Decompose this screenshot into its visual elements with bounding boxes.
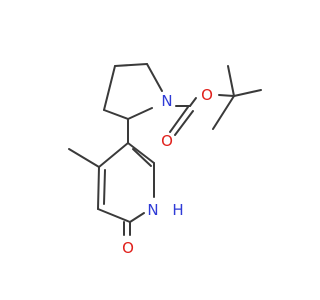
bond-pyridinone-c3-c4: [97, 166, 100, 210]
bond-pyrrolidine-1: [114, 63, 148, 67]
atom-label-o-ether: O: [201, 86, 213, 104]
atom-label-h-pyridinone: H: [172, 201, 183, 219]
atom-label-o-keto: O: [122, 239, 134, 257]
atom-label-n-pyridinone: N: [147, 201, 158, 219]
bond-pyridinone-c5-c6: [127, 142, 155, 164]
bond-tbu-methyl-bottom: [212, 95, 235, 130]
bond-pyridinone-c3-c4-inner: [103, 169, 106, 205]
bond-tbu-methyl-top: [227, 65, 235, 97]
bond-tbu-methyl-right: [233, 89, 262, 97]
bond-ether-o-to-quaternary-c: [218, 94, 235, 97]
bond-pyridinone-c2-c3: [97, 208, 131, 223]
bond-carbonyl-c-to-ether-o: [189, 97, 197, 107]
bond-pyridinone-n1-c2: [129, 212, 145, 223]
bond-pyrrolidine-4: [103, 109, 129, 120]
bond-pyridinone-c4-c5: [98, 142, 129, 168]
bond-pyridinone-c5-c6-inner: [132, 148, 152, 167]
atom-label-o-carbonyl: O: [161, 132, 173, 150]
bond-pyrrolidine-3: [146, 63, 163, 92]
bond-pyrrolidine-5: [127, 107, 153, 120]
molecule-structure: N O O N H O: [68, 63, 262, 257]
atom-label-n-pyrrolidine: N: [161, 92, 172, 110]
bond-carbonyl-double-b: [174, 110, 194, 136]
bond-carbonyl-double-a: [169, 106, 189, 133]
bond-pyrrolidine-2: [103, 65, 116, 111]
bond-methyl: [68, 148, 100, 168]
